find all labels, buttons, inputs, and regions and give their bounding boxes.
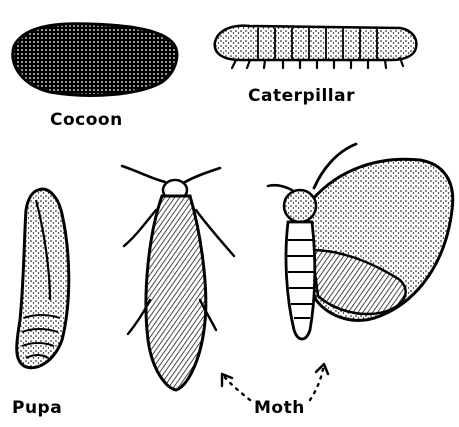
pupa-label: Pupa [12,398,62,418]
cocoon-drawing [13,24,177,96]
moth-label: Moth [254,398,305,418]
pupa-drawing [17,189,69,368]
moth-label-arrows [222,364,328,400]
resting-moth-drawing [122,166,234,390]
spread-moth-drawing [268,144,453,339]
caterpillar-drawing [215,26,417,68]
cocoon-label: Cocoon [50,110,123,130]
caterpillar-label: Caterpillar [248,86,355,106]
